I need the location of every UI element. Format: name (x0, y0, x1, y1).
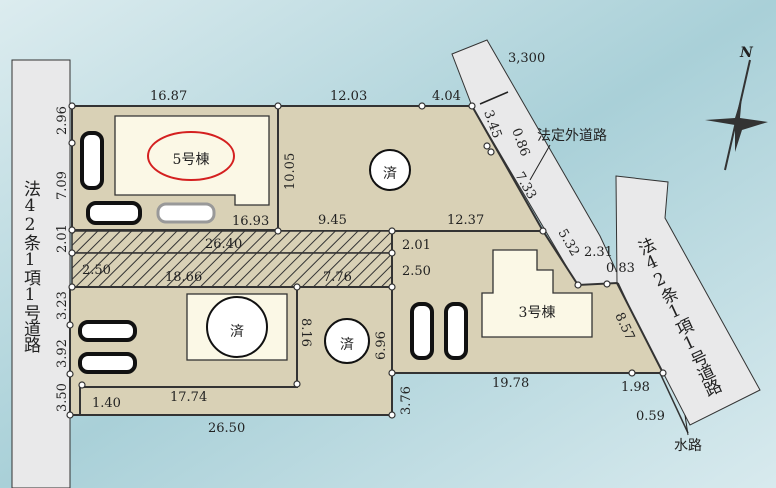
svg-text:1.98: 1.98 (621, 380, 650, 395)
svg-text:16.93: 16.93 (232, 214, 269, 229)
svg-text:10.05: 10.05 (283, 153, 298, 190)
lot-5-label: 5号棟 (173, 152, 210, 168)
left-road-label: 法42条1項1号道路 (20, 180, 41, 353)
svg-text:1.40: 1.40 (92, 396, 121, 411)
car-icon (78, 320, 137, 342)
svg-text:3.50: 3.50 (55, 383, 70, 412)
left-road (11, 59, 71, 488)
boundary-points (66, 102, 667, 419)
private-road-width: 3,300 (508, 51, 545, 66)
north-compass-icon: N (705, 45, 768, 171)
svg-text:0.83: 0.83 (606, 261, 635, 276)
svg-text:2.96: 2.96 (55, 106, 70, 135)
lot-5-building (114, 115, 270, 206)
svg-text:26.40: 26.40 (205, 237, 242, 252)
svg-text:18.66: 18.66 (165, 270, 202, 285)
lot-5-highlight (147, 131, 235, 181)
waterway-label: 水路 (674, 438, 702, 454)
leader-line (684, 414, 689, 436)
car-icons (78, 131, 468, 374)
car-icon (156, 202, 216, 224)
svg-text:2.01: 2.01 (402, 238, 431, 253)
lot-3-building (481, 249, 593, 338)
car-icon (86, 201, 142, 225)
svg-text:7.09: 7.09 (55, 171, 70, 200)
sold-mark-bottom-left: 済 (206, 296, 268, 358)
lot-3-label: 3号棟 (519, 305, 556, 321)
svg-text:N: N (739, 45, 754, 61)
svg-text:12.37: 12.37 (447, 213, 484, 228)
svg-text:9.45: 9.45 (318, 213, 347, 228)
sold-mark-top: 済 (369, 149, 411, 191)
car-icon (444, 302, 468, 360)
svg-text:17.74: 17.74 (170, 390, 207, 405)
svg-text:16.87: 16.87 (150, 89, 187, 104)
leader-line (529, 144, 551, 181)
car-icon (78, 352, 137, 374)
car-icon (410, 302, 434, 360)
svg-text:3.92: 3.92 (55, 339, 70, 368)
svg-text:4.04: 4.04 (432, 89, 461, 104)
sold-mark-bottom-mid: 済 (324, 318, 370, 364)
svg-text:2.50: 2.50 (82, 263, 111, 278)
svg-text:2.31: 2.31 (584, 245, 613, 260)
svg-text:26.50: 26.50 (208, 421, 245, 436)
svg-text:済: 済 (340, 337, 354, 353)
svg-text:済: 済 (383, 166, 397, 182)
svg-text:12.03: 12.03 (330, 89, 367, 104)
svg-text:3.23: 3.23 (55, 291, 70, 320)
svg-text:7.76: 7.76 (323, 270, 352, 285)
width-arrow (479, 91, 509, 105)
dimension-labels: 16.87 12.03 4.04 2.96 7.09 2.01 2.50 3.2… (55, 89, 665, 436)
svg-text:3.76: 3.76 (399, 386, 414, 415)
svg-text:6.96: 6.96 (374, 331, 389, 360)
svg-text:19.78: 19.78 (492, 376, 529, 391)
svg-text:済: 済 (230, 324, 244, 340)
svg-text:2.50: 2.50 (402, 264, 431, 279)
svg-text:8.16: 8.16 (298, 318, 313, 347)
svg-text:0.59: 0.59 (636, 409, 665, 424)
svg-text:2.01: 2.01 (55, 224, 70, 253)
car-icon (80, 131, 104, 190)
private-road-label: 法定外道路 (537, 128, 607, 144)
